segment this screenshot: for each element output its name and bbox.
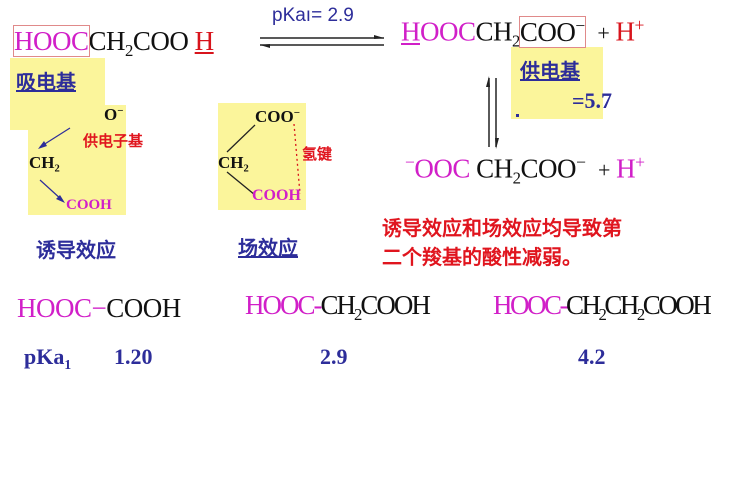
product-monoanion: HOOCCH2COO− + H+ [401, 15, 644, 51]
field-ch2: CH2 [218, 153, 249, 175]
reactant-formula: HOOCCH2COO H [13, 25, 215, 60]
equilibrium-arrow-icon [260, 35, 384, 48]
product-dianion: −OOC CH2COO− + H+ [405, 152, 645, 188]
highlight-inductive [28, 105, 126, 215]
pka-succinic: 4.2 [578, 344, 606, 369]
dot [516, 114, 519, 117]
field-bonds-icon [226, 123, 301, 196]
pka-malonic: 2.9 [320, 344, 348, 369]
field-effect-label: 场效应 [238, 236, 298, 260]
highlight-field [218, 103, 306, 210]
highlight-donating [511, 47, 603, 119]
pka1-label: pKaı= 2.9 [272, 5, 354, 26]
inductive-effect-label: 诱导效应 [36, 238, 116, 262]
field-coo: COO− [255, 107, 301, 127]
withdrawing-group: HOOC [13, 25, 90, 57]
donating-group: COO− [518, 15, 586, 48]
acidic-hydrogen: H [194, 26, 215, 56]
acid-succinic: HOOC-CH2CH2COOH [493, 290, 712, 324]
inductive-arrows-icon [38, 127, 71, 203]
inductive-ch2: CH2 [29, 153, 60, 175]
hydrogen-bond-label: 氢键 [302, 145, 333, 163]
acid-malonic: HOOC-CH2COOH [245, 290, 431, 324]
field-cooh: COOH [252, 187, 301, 204]
pka1-row-label: pKa1 [24, 344, 72, 372]
acid-oxalic: HOOC−COOH [17, 293, 181, 323]
inductive-oxygen: O− [104, 105, 124, 125]
conclusion-text: 诱导效应和场效应均导致第 二个羧基的酸性减弱。 [382, 216, 622, 269]
withdrawing-label: 吸电基 [16, 70, 76, 94]
pka-oxalic: 1.20 [114, 344, 153, 369]
donating-label: 供电基 [520, 59, 580, 83]
donating-group-label: 供电子基 [83, 132, 144, 150]
inductive-cooh: COOH [66, 197, 112, 213]
pka2-value: =5.7 [572, 88, 613, 113]
vertical-equilibrium-arrow-icon [486, 76, 499, 149]
